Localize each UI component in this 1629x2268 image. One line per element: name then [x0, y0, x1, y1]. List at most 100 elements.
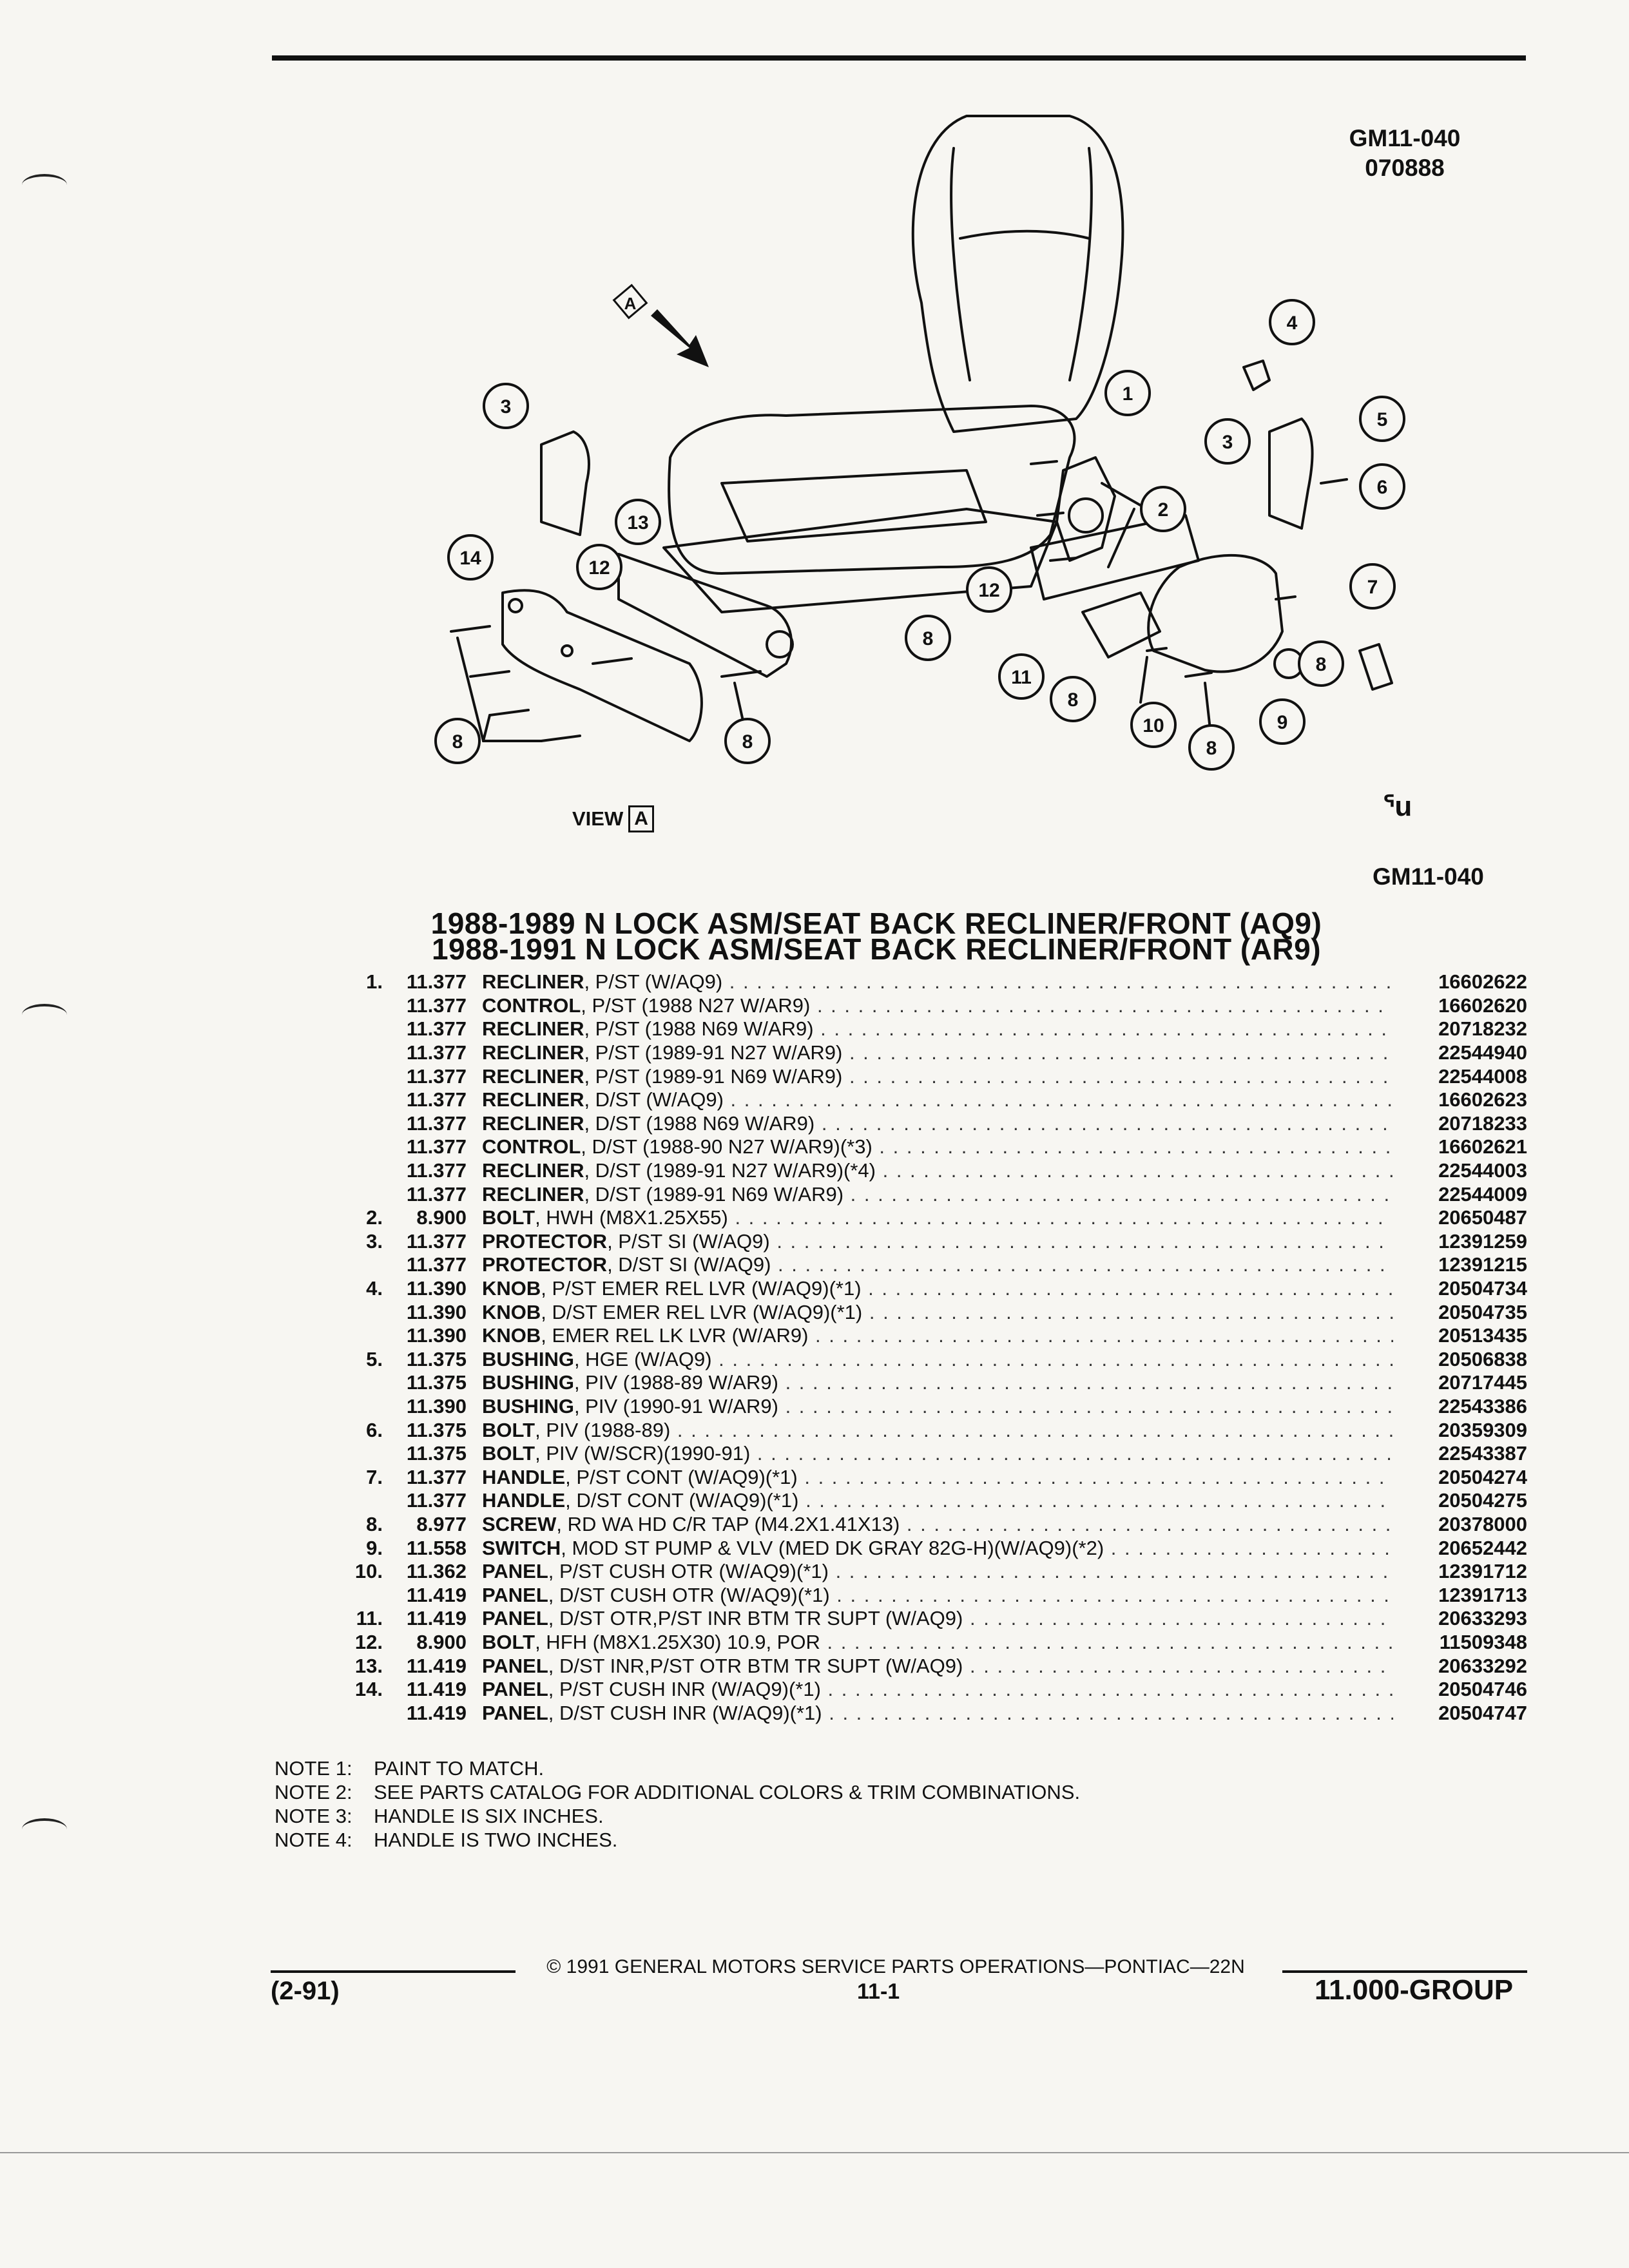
group-number: 11.377 — [406, 994, 467, 1017]
part-description: RECLINER, D/ST (W/AQ9) . . . . . . . . .… — [482, 1088, 1393, 1111]
group-number: 11.375 — [406, 1347, 467, 1370]
part-description: SCREW, RD WA HD C/R TAP (M4.2X1.41X13) .… — [482, 1513, 1393, 1536]
part-number: 20633293 — [1438, 1607, 1527, 1630]
part-name: CONTROL — [482, 994, 581, 1017]
margin-mark — [22, 1004, 67, 1026]
leader-dots: . . . . . . . . . . . . . . . . . . . . … — [821, 1111, 1393, 1135]
part-description: BOLT, HWH (M8X1.25X55) . . . . . . . . .… — [482, 1206, 1393, 1229]
leader-dots: . . . . . . . . . . . . . . . . . . . . … — [836, 1583, 1393, 1606]
part-description: BOLT, PIV (W/SCR)(1990-91) . . . . . . .… — [482, 1442, 1393, 1465]
note: NOTE 3:HANDLE IS SIX INCHES. — [275, 1804, 1080, 1828]
leader-dots: . . . . . . . . . . . . . . . . . . . . … — [730, 1088, 1393, 1111]
part-description: BUSHING, HGE (W/AQ9) . . . . . . . . . .… — [482, 1348, 1393, 1371]
illustration-code: GM11-040 070888 — [1349, 125, 1461, 181]
part-number: 20633292 — [1438, 1654, 1527, 1677]
leader-dots: . . . . . . . . . . . . . . . . . . . . … — [969, 1654, 1393, 1677]
group-number: 11.419 — [406, 1607, 467, 1630]
part-name: KNOB — [482, 1324, 541, 1347]
section-title-line2: 1988-1991 N LOCK ASM/SEAT BACK RECLINER/… — [431, 932, 1322, 966]
callout-8: 8 — [1298, 640, 1344, 687]
item-number: 11. — [356, 1607, 383, 1630]
callout-8: 8 — [434, 718, 481, 764]
revision-date: (2-91) — [271, 1977, 340, 2005]
part-number: 20504746 — [1438, 1678, 1527, 1701]
group-number: 8.900 — [416, 1630, 467, 1653]
part-description: CONTROL, P/ST (1988 N27 W/AR9) . . . . .… — [482, 994, 1393, 1017]
item-number: 8. — [366, 1512, 383, 1535]
scan-edge-rule — [0, 2152, 1629, 2153]
callout-11: 11 — [998, 653, 1045, 700]
illustration-code-bottom: GM11-040 — [1373, 863, 1484, 890]
part-name: KNOB — [482, 1277, 541, 1300]
callout-2: 2 — [1140, 486, 1186, 532]
leader-dots: . . . . . . . . . . . . . . . . . . . . … — [849, 1041, 1393, 1064]
item-number: 10. — [354, 1560, 383, 1583]
part-name: BUSHING — [482, 1371, 574, 1394]
note-text: HANDLE IS SIX INCHES. — [374, 1805, 604, 1827]
part-description: BUSHING, PIV (1988-89 W/AR9) . . . . . .… — [482, 1371, 1393, 1394]
leader-dots: . . . . . . . . . . . . . . . . . . . . … — [882, 1159, 1393, 1182]
margin-mark — [22, 174, 67, 196]
page-number: 11-1 — [857, 1979, 900, 2004]
part-spec: , RD WA HD C/R TAP (M4.2X1.41X13) — [556, 1512, 900, 1535]
leader-dots: . . . . . . . . . . . . . . . . . . . . … — [729, 970, 1393, 994]
part-description: KNOB, P/ST EMER REL LVR (W/AQ9)(*1) . . … — [482, 1277, 1393, 1300]
leader-dots: . . . . . . . . . . . . . . . . . . . . … — [785, 1371, 1393, 1394]
svg-text:10: 10 — [1142, 715, 1164, 736]
svg-text:11: 11 — [1011, 667, 1032, 688]
leader-dots: . . . . . . . . . . . . . . . . . . . . … — [735, 1206, 1393, 1229]
part-description: RECLINER, D/ST (1988 N69 W/AR9) . . . . … — [482, 1112, 1393, 1135]
note-text: PAINT TO MATCH. — [374, 1757, 545, 1780]
part-name: HANDLE — [482, 1465, 566, 1488]
group-number: 11.375 — [406, 1418, 467, 1441]
part-description: HANDLE, D/ST CONT (W/AQ9)(*1) . . . . . … — [482, 1489, 1393, 1512]
callout-6: 6 — [1359, 463, 1405, 510]
leader-dots: . . . . . . . . . . . . . . . . . . . . … — [718, 1347, 1393, 1370]
part-spec: , D/ST (1989-91 N69 W/AR9) — [584, 1182, 844, 1206]
group-number: 11.377 — [406, 1182, 467, 1206]
group-number: 11.377 — [406, 1465, 467, 1488]
part-number: 22543387 — [1438, 1442, 1527, 1465]
note-text: SEE PARTS CATALOG FOR ADDITIONAL COLORS … — [374, 1781, 1081, 1803]
part-name: RECLINER — [482, 1182, 584, 1206]
svg-text:4: 4 — [1287, 312, 1298, 334]
part-number: 12391713 — [1438, 1583, 1527, 1606]
footer-rule-left — [271, 1970, 516, 1973]
part-spec: , PIV (1988-89) — [535, 1418, 671, 1441]
part-number: 16602623 — [1438, 1088, 1527, 1111]
part-spec: , P/ST (W/AQ9) — [584, 970, 723, 994]
group-number: 11.377 — [406, 1064, 467, 1088]
part-spec: , D/ST (1989-91 N27 W/AR9)(*4) — [584, 1159, 876, 1182]
leader-dots: . . . . . . . . . . . . . . . . . . . . … — [906, 1512, 1393, 1535]
part-number: 22544008 — [1438, 1064, 1527, 1088]
part-number: 20718232 — [1438, 1017, 1527, 1041]
callout-3: 3 — [1204, 418, 1251, 465]
part-description: PANEL, D/ST CUSH OTR (W/AQ9)(*1) . . . .… — [482, 1584, 1393, 1607]
svg-text:9: 9 — [1277, 712, 1288, 733]
leader-dots: . . . . . . . . . . . . . . . . . . . . … — [849, 1064, 1393, 1088]
note-label: NOTE 1: — [275, 1757, 352, 1780]
leader-dots: . . . . . . . . . . . . . . . . . . . . … — [778, 1253, 1393, 1276]
callout-8: 8 — [905, 615, 951, 661]
part-name: RECLINER — [482, 1017, 584, 1041]
part-number: 12391712 — [1438, 1560, 1527, 1583]
group-number: 11.377 — [406, 1489, 467, 1512]
callout-12: 12 — [966, 566, 1012, 613]
part-number: 20652442 — [1438, 1536, 1527, 1559]
part-description: BOLT, HFH (M8X1.25X30) 10.9, POR . . . .… — [482, 1631, 1393, 1654]
leader-dots: . . . . . . . . . . . . . . . . . . . . … — [816, 994, 1393, 1017]
leader-dots: . . . . . . . . . . . . . . . . . . . . … — [879, 1135, 1393, 1158]
group-number: 11.000-GROUP — [1315, 1974, 1514, 2006]
part-number: 16602620 — [1438, 994, 1527, 1017]
